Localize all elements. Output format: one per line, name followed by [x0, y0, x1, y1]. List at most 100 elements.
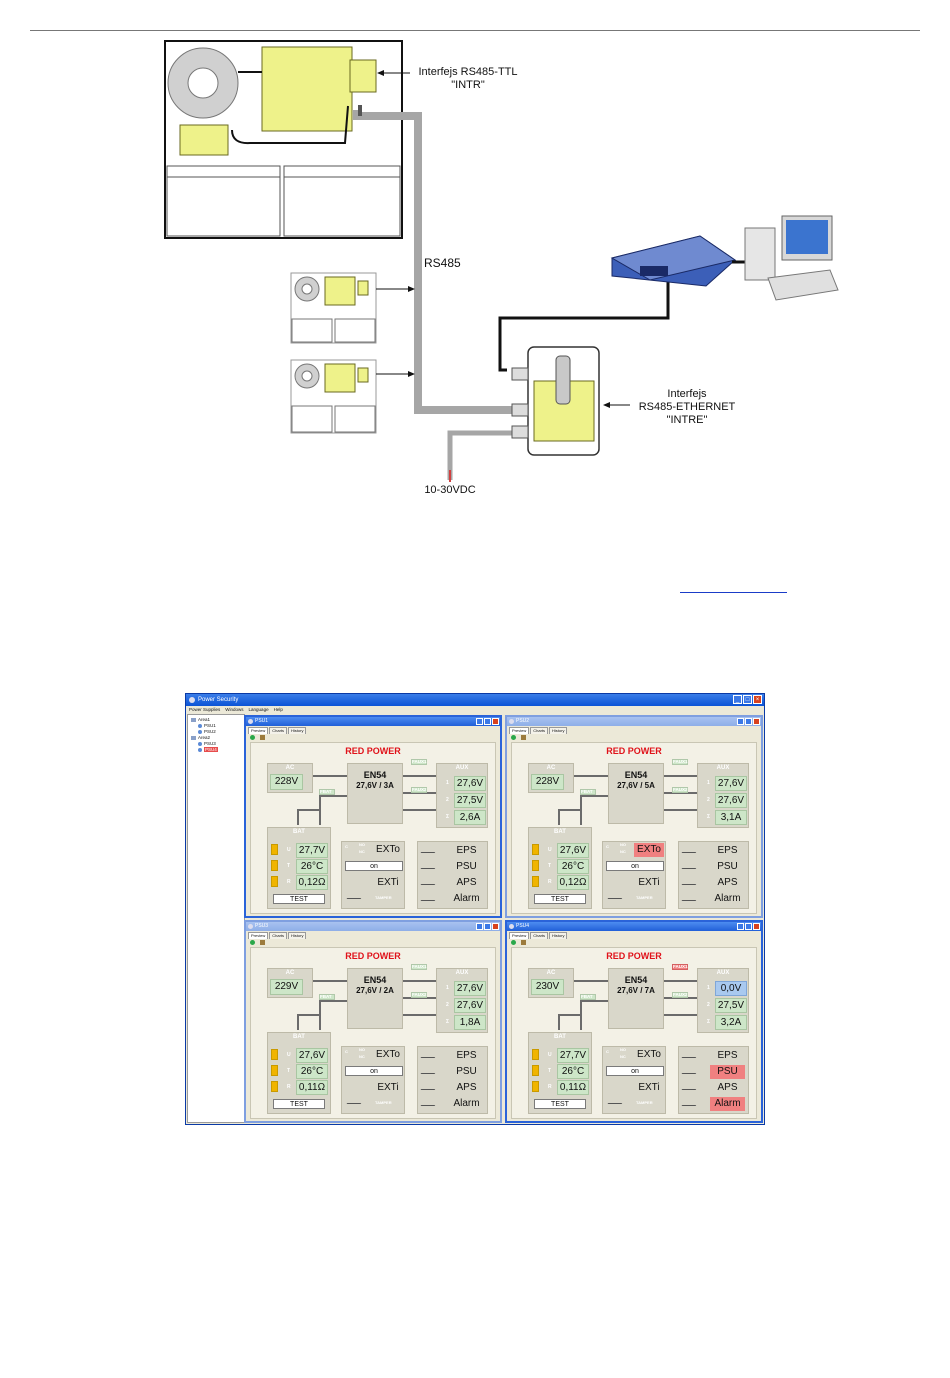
alarm-output: Alarm	[714, 893, 741, 904]
menu-power-supplies[interactable]: Power Supplies	[189, 707, 221, 712]
app-title: Power Security	[198, 697, 239, 703]
psu-window-4: PSU4 Preview Charts History RED POWER	[505, 920, 763, 1123]
fbat-indicator	[580, 789, 596, 795]
psu-preview-panel: RED POWER AC 228V FAUX1 FAUX2 FBAT	[250, 742, 496, 914]
battery-test-button[interactable]: TEST	[273, 1099, 325, 1109]
bat-u-label: U	[287, 847, 291, 853]
page-top-rule	[30, 30, 920, 31]
faux2-label: FAUX2	[673, 992, 688, 997]
settings-icon[interactable]	[521, 735, 526, 740]
maximize-button[interactable]: □	[743, 695, 752, 704]
menu-help[interactable]: Help	[273, 707, 283, 712]
tab-history[interactable]: History	[549, 932, 568, 939]
psu-model: EN54	[624, 975, 648, 985]
connect-icon[interactable]	[511, 735, 516, 740]
aux-label: AUX	[455, 765, 469, 771]
settings-icon[interactable]	[260, 940, 265, 945]
close-button[interactable]	[492, 923, 499, 930]
minimize-button[interactable]	[476, 718, 483, 725]
settings-icon[interactable]	[260, 735, 265, 740]
close-button[interactable]	[753, 923, 760, 930]
maximize-button[interactable]	[484, 923, 491, 930]
faux2-indicator	[411, 992, 427, 998]
bat-r-label: R	[548, 879, 552, 885]
tree-psu1[interactable]: PSU1	[198, 723, 216, 729]
tab-charts[interactable]: Charts	[530, 727, 549, 734]
connect-icon[interactable]	[511, 940, 516, 945]
document-link[interactable]	[680, 580, 787, 593]
tab-preview[interactable]: Preview	[248, 932, 269, 939]
minimize-button[interactable]	[737, 923, 744, 930]
brand-label: RED POWER	[345, 951, 401, 961]
tab-charts[interactable]: Charts	[269, 727, 288, 734]
psu-model: EN54	[624, 770, 648, 780]
fbat-label: FBAT	[581, 994, 593, 999]
aux1-voltage: 27,6V	[715, 776, 747, 791]
tree-psu4[interactable]: PSU4	[198, 747, 218, 753]
tree-area1[interactable]: Area1	[191, 717, 210, 723]
contact-c-label: C	[345, 844, 348, 849]
aux-current: 1,8A	[454, 1015, 486, 1030]
battery-test-button[interactable]: TEST	[534, 894, 586, 904]
minimize-button[interactable]	[737, 718, 744, 725]
maximize-button[interactable]	[484, 718, 491, 725]
psu-window-title: PSU1	[255, 718, 269, 724]
folder-icon	[191, 717, 196, 722]
faux2-label: FAUX2	[673, 787, 688, 792]
tab-preview[interactable]: Preview	[248, 727, 269, 734]
exto-state-button[interactable]: on	[606, 861, 664, 871]
tab-history[interactable]: History	[549, 727, 568, 734]
menu-language[interactable]: Language	[248, 707, 269, 712]
exto-state-button[interactable]: on	[606, 1066, 664, 1076]
minimize-button[interactable]	[476, 923, 483, 930]
converter-block: EN54 27,6V / 7A	[608, 968, 664, 1029]
aux-current-row-label: Σ	[707, 814, 711, 820]
unit-icon	[198, 741, 202, 746]
tree-area2[interactable]: Area2	[191, 735, 210, 741]
maximize-button[interactable]	[745, 923, 752, 930]
battery-test-button[interactable]: TEST	[273, 894, 325, 904]
fbat-label: FBAT	[581, 789, 593, 794]
tree-psu2[interactable]: PSU2	[198, 729, 216, 735]
settings-icon[interactable]	[521, 940, 526, 945]
aux1-row-label: 1	[707, 780, 710, 786]
maximize-button[interactable]	[745, 718, 752, 725]
menu-windows[interactable]: Windows	[225, 707, 244, 712]
battery-cell	[271, 1081, 278, 1092]
tab-charts[interactable]: Charts	[530, 932, 549, 939]
converter-block: EN54 27,6V / 5A	[608, 763, 664, 824]
psu-window-titlebar: PSU3	[246, 922, 500, 931]
bat-temperature: 26°C	[296, 1064, 328, 1079]
bat-temperature: 26°C	[296, 859, 328, 874]
tree-psu3[interactable]: PSU3	[198, 741, 216, 747]
fbat-indicator	[580, 994, 596, 1000]
eps-output: EPS	[717, 845, 738, 856]
connect-icon[interactable]	[250, 940, 255, 945]
exto-state-button[interactable]: on	[345, 861, 403, 871]
aps-output: APS	[456, 877, 477, 888]
exti-input: EXTi	[638, 1082, 660, 1093]
tab-charts[interactable]: Charts	[269, 932, 288, 939]
tab-history[interactable]: History	[288, 727, 307, 734]
tab-preview[interactable]: Preview	[509, 727, 530, 734]
exto-state-button[interactable]: on	[345, 1066, 403, 1076]
close-button[interactable]: ×	[753, 695, 762, 704]
minimize-button[interactable]: _	[733, 695, 742, 704]
psu-output: PSU	[717, 861, 738, 872]
battery-test-button[interactable]: TEST	[534, 1099, 586, 1109]
bat-r-label: R	[287, 879, 291, 885]
psu-rating: 27,6V / 3A	[356, 781, 394, 790]
bat-t-label: T	[548, 863, 552, 869]
tab-history[interactable]: History	[288, 932, 307, 939]
faux2-label: FAUX2	[412, 787, 427, 792]
close-button[interactable]	[753, 718, 760, 725]
psu-window-title: PSU2	[516, 718, 530, 724]
psu-window-title: PSU3	[255, 923, 269, 929]
faux1-indicator	[411, 759, 427, 765]
bat-resistance: 0,11Ω	[296, 1080, 328, 1095]
close-button[interactable]	[492, 718, 499, 725]
connect-icon[interactable]	[250, 735, 255, 740]
aux2-voltage: 27,5V	[715, 998, 747, 1013]
aux-label: AUX	[716, 970, 730, 976]
tab-preview[interactable]: Preview	[509, 932, 530, 939]
